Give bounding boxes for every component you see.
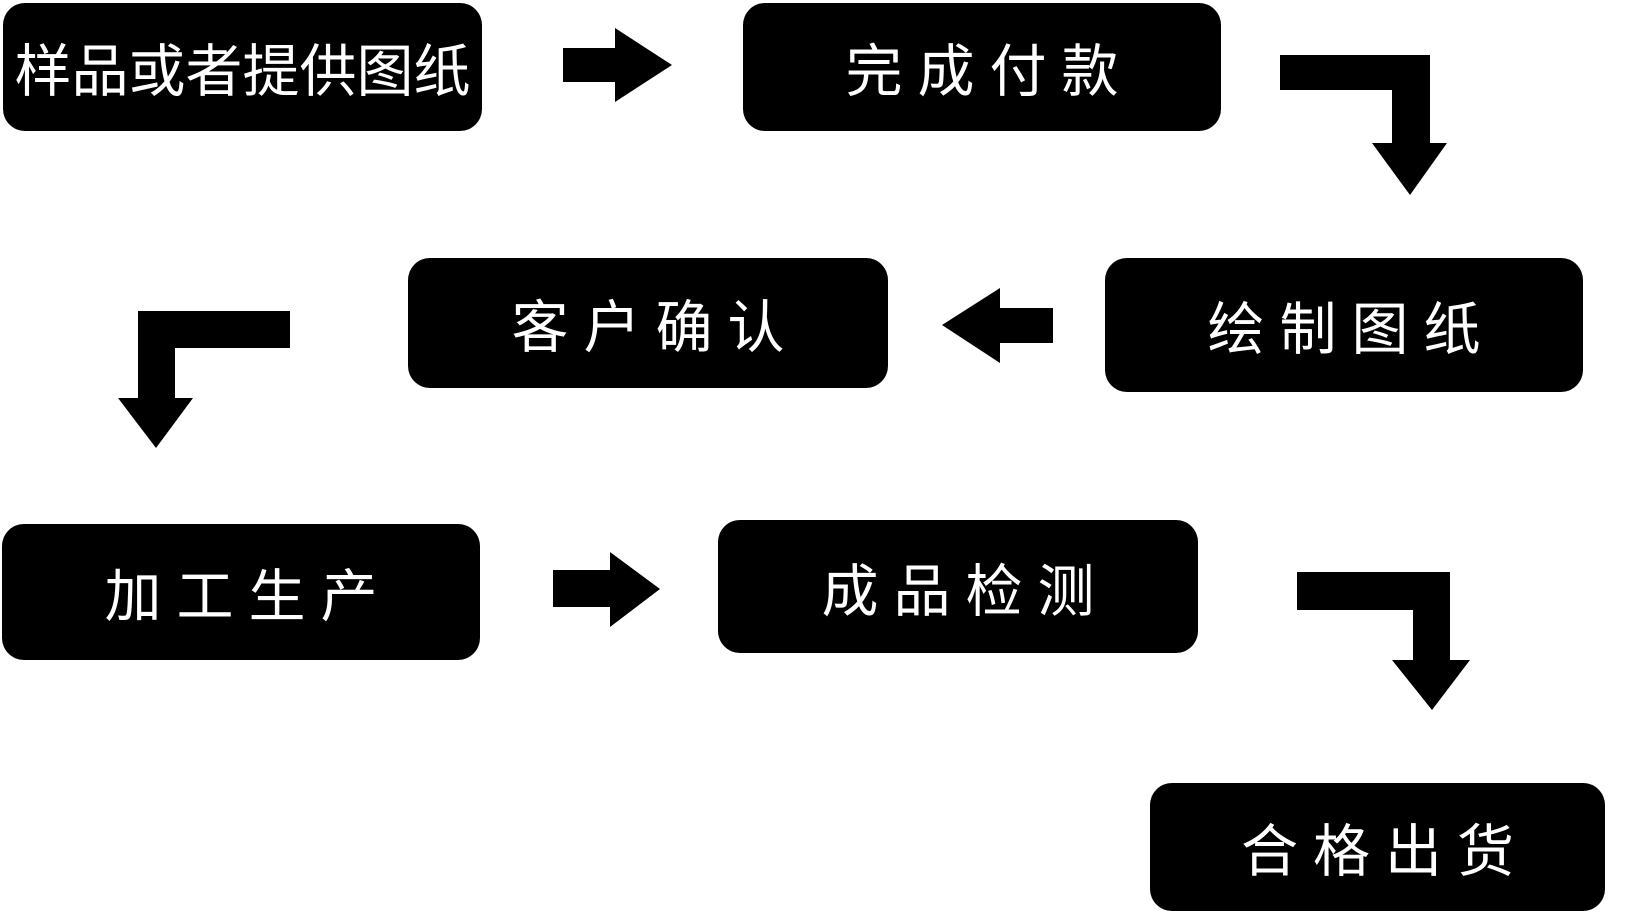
node-customer-confirmation: 客户确认 (408, 258, 888, 388)
node-label: 样品或者提供图纸 (14, 40, 471, 104)
node-label: 加工生产 (104, 565, 393, 629)
node-draw-drawings: 绘制图纸 (1105, 258, 1583, 392)
node-processing-production: 加工生产 (2, 524, 480, 660)
arrow-left-icon (942, 288, 1053, 363)
node-label: 合格出货 (1241, 820, 1529, 884)
node-finished-product-inspection: 成品检测 (718, 520, 1198, 653)
node-qualified-shipment: 合格出货 (1150, 783, 1605, 911)
node-label: 完成付款 (845, 40, 1134, 104)
arrow-right-icon (553, 552, 660, 627)
node-label: 绘制图纸 (1207, 298, 1496, 362)
elbow-down-arrow-icon (1297, 572, 1470, 710)
node-complete-payment: 完成付款 (743, 3, 1221, 131)
node-label: 客户确认 (511, 296, 800, 360)
node-label: 成品检测 (821, 559, 1110, 624)
elbow-down-arrow-icon (118, 311, 290, 448)
elbow-down-arrow-icon (1280, 55, 1447, 195)
arrow-right-icon (563, 28, 672, 102)
node-sample-or-drawings: 样品或者提供图纸 (3, 3, 482, 131)
